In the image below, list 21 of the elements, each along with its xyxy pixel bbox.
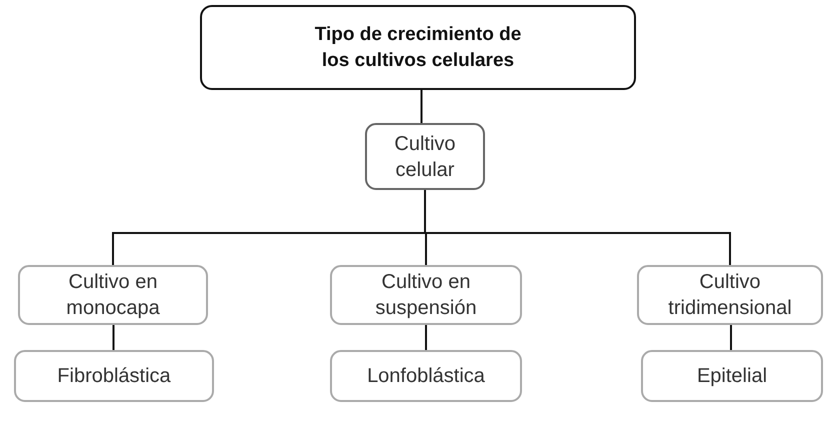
- category-box: [330, 350, 522, 402]
- category-box: [365, 123, 485, 190]
- node-label: Lonfoblástica: [367, 364, 485, 389]
- title-box: [200, 5, 636, 90]
- node-label: Fibroblástica: [57, 364, 171, 389]
- connector-line: [424, 190, 731, 265]
- node-label: Cultivo en monocapa: [65, 270, 161, 321]
- category-box: [637, 265, 823, 325]
- connector-line: [730, 325, 732, 350]
- connector-line: [425, 325, 427, 350]
- category-box: [18, 265, 208, 325]
- node-label: Cultivo tridimensional: [667, 270, 793, 321]
- node-label: Epitelial: [696, 364, 768, 389]
- node-label: Cultivo en suspensión: [374, 270, 478, 321]
- connector-line: [420, 90, 422, 123]
- category-box: [14, 350, 214, 402]
- connector-line: [112, 325, 114, 350]
- category-box: [330, 265, 522, 325]
- category-box: [641, 350, 823, 402]
- node-label: Tipo de crecimiento de los cultivos celulares: [314, 22, 522, 72]
- node-label: Cultivo celular: [393, 132, 457, 182]
